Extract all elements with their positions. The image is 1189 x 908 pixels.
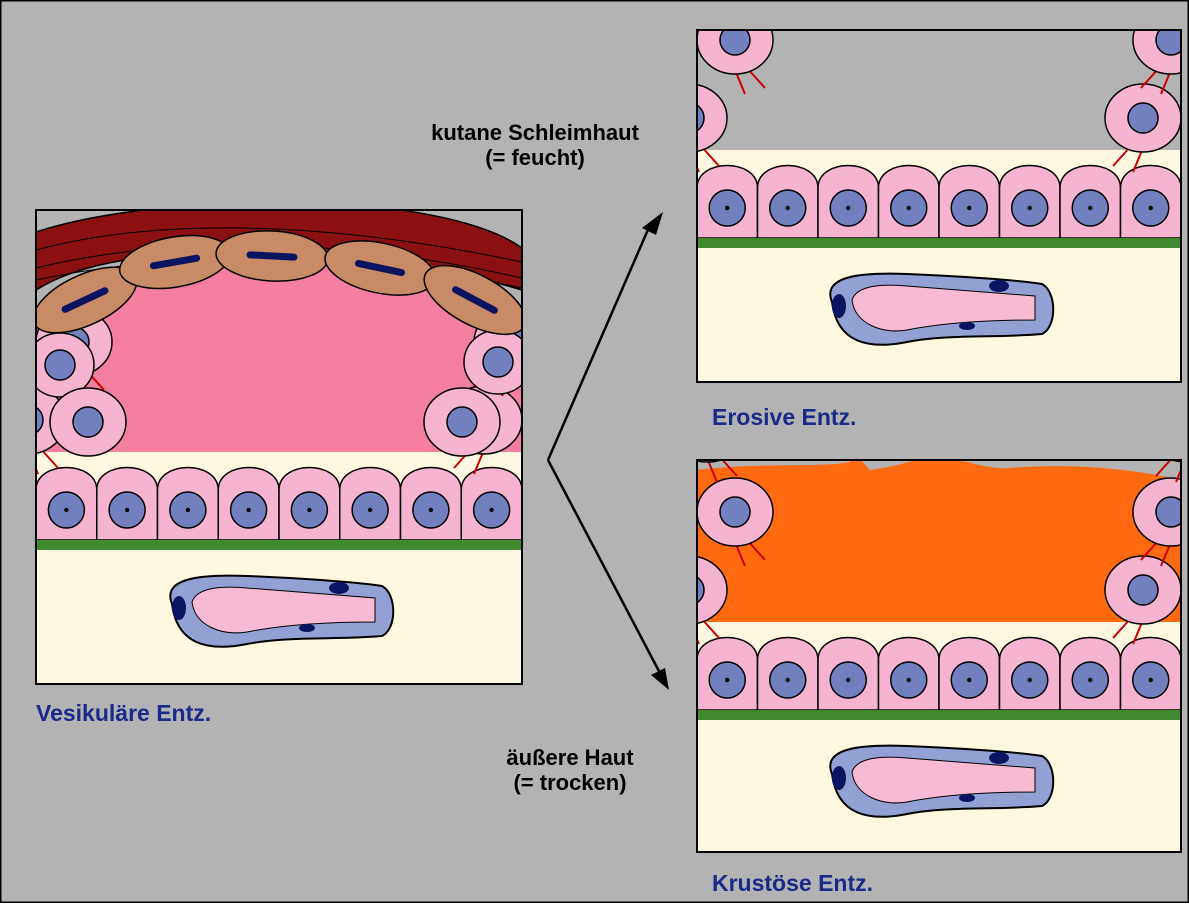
crustous-panel bbox=[651, 402, 1189, 852]
crustous-label: Krustöse Entz. bbox=[712, 870, 873, 897]
basement-membrane bbox=[697, 710, 1181, 720]
mucosa-line-2: (= feucht) bbox=[385, 145, 685, 170]
endothelial-nucleus bbox=[989, 280, 1009, 292]
vesicular-panel bbox=[0, 202, 550, 684]
endothelial-nucleus bbox=[832, 766, 846, 790]
mucosa-annotation: kutane Schleimhaut (= feucht) bbox=[385, 120, 685, 170]
basement-membrane bbox=[697, 238, 1181, 248]
endothelial-nucleus bbox=[989, 752, 1009, 764]
cell-nucleus bbox=[73, 407, 103, 437]
vesicular-label: Vesikuläre Entz. bbox=[36, 700, 211, 727]
erosive-panel bbox=[651, 0, 1189, 382]
cell-nucleus bbox=[45, 350, 75, 380]
endothelial-nucleus bbox=[832, 294, 846, 318]
basement-membrane bbox=[36, 540, 522, 550]
cell-nucleus bbox=[1128, 103, 1158, 133]
cell-nucleus bbox=[447, 407, 477, 437]
mucosa-line-1: kutane Schleimhaut bbox=[385, 120, 685, 145]
skin-annotation: äußere Haut (= trocken) bbox=[470, 745, 670, 795]
erosive-label: Erosive Entz. bbox=[712, 404, 856, 431]
cell-nucleus bbox=[483, 347, 513, 377]
endothelial-nucleus bbox=[329, 582, 349, 594]
endothelial-nucleus bbox=[299, 624, 315, 632]
skin-line-2: (= trocken) bbox=[470, 770, 670, 795]
endothelial-nucleus bbox=[172, 596, 186, 620]
endothelial-nucleus bbox=[959, 794, 975, 802]
skin-line-1: äußere Haut bbox=[470, 745, 670, 770]
cell-nucleus bbox=[720, 497, 750, 527]
flat-nucleus bbox=[250, 255, 294, 257]
endothelial-nucleus bbox=[959, 322, 975, 330]
cell-nucleus bbox=[1128, 575, 1158, 605]
